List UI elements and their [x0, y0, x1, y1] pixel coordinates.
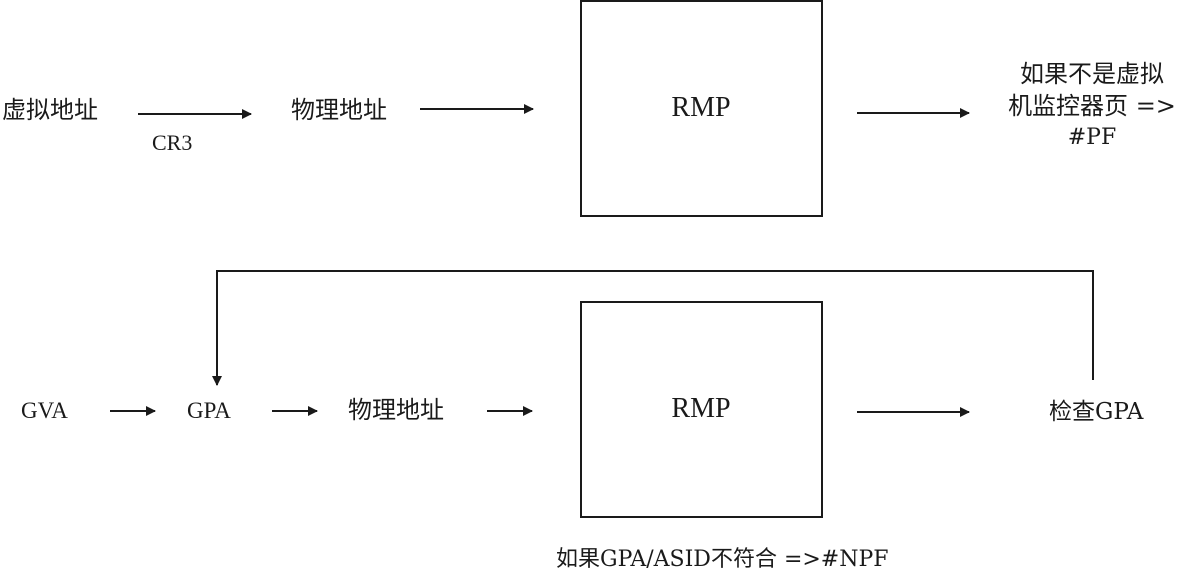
rmp-label-top: RMP	[671, 92, 731, 123]
result-top-block: 如果不是虚拟 机监控器页 => #PF	[1000, 58, 1184, 154]
result-top-line3: #PF	[1067, 125, 1117, 150]
physical-address-label-top: 物理地址	[291, 96, 387, 124]
physical-address-label-bottom: 物理地址	[348, 396, 444, 424]
check-gpa-label: 检查GPA	[1049, 399, 1144, 425]
result-bottom-label: 如果GPA/ASID不符合 =>#NPF	[556, 547, 889, 572]
gva-label: GVA	[21, 398, 68, 423]
feedback-line	[212, 270, 1094, 386]
gpa-label: GPA	[187, 398, 231, 423]
virtual-address-label: 虚拟地址	[2, 96, 98, 124]
result-top-line2: 机监控器页 =>	[1008, 92, 1176, 120]
result-top-line1: 如果不是虚拟	[1020, 60, 1164, 88]
rmp-box-top	[580, 0, 823, 217]
rmp-label-bottom: RMP	[671, 393, 731, 424]
rmp-box-bottom	[580, 301, 823, 518]
cr3-label: CR3	[152, 130, 193, 155]
